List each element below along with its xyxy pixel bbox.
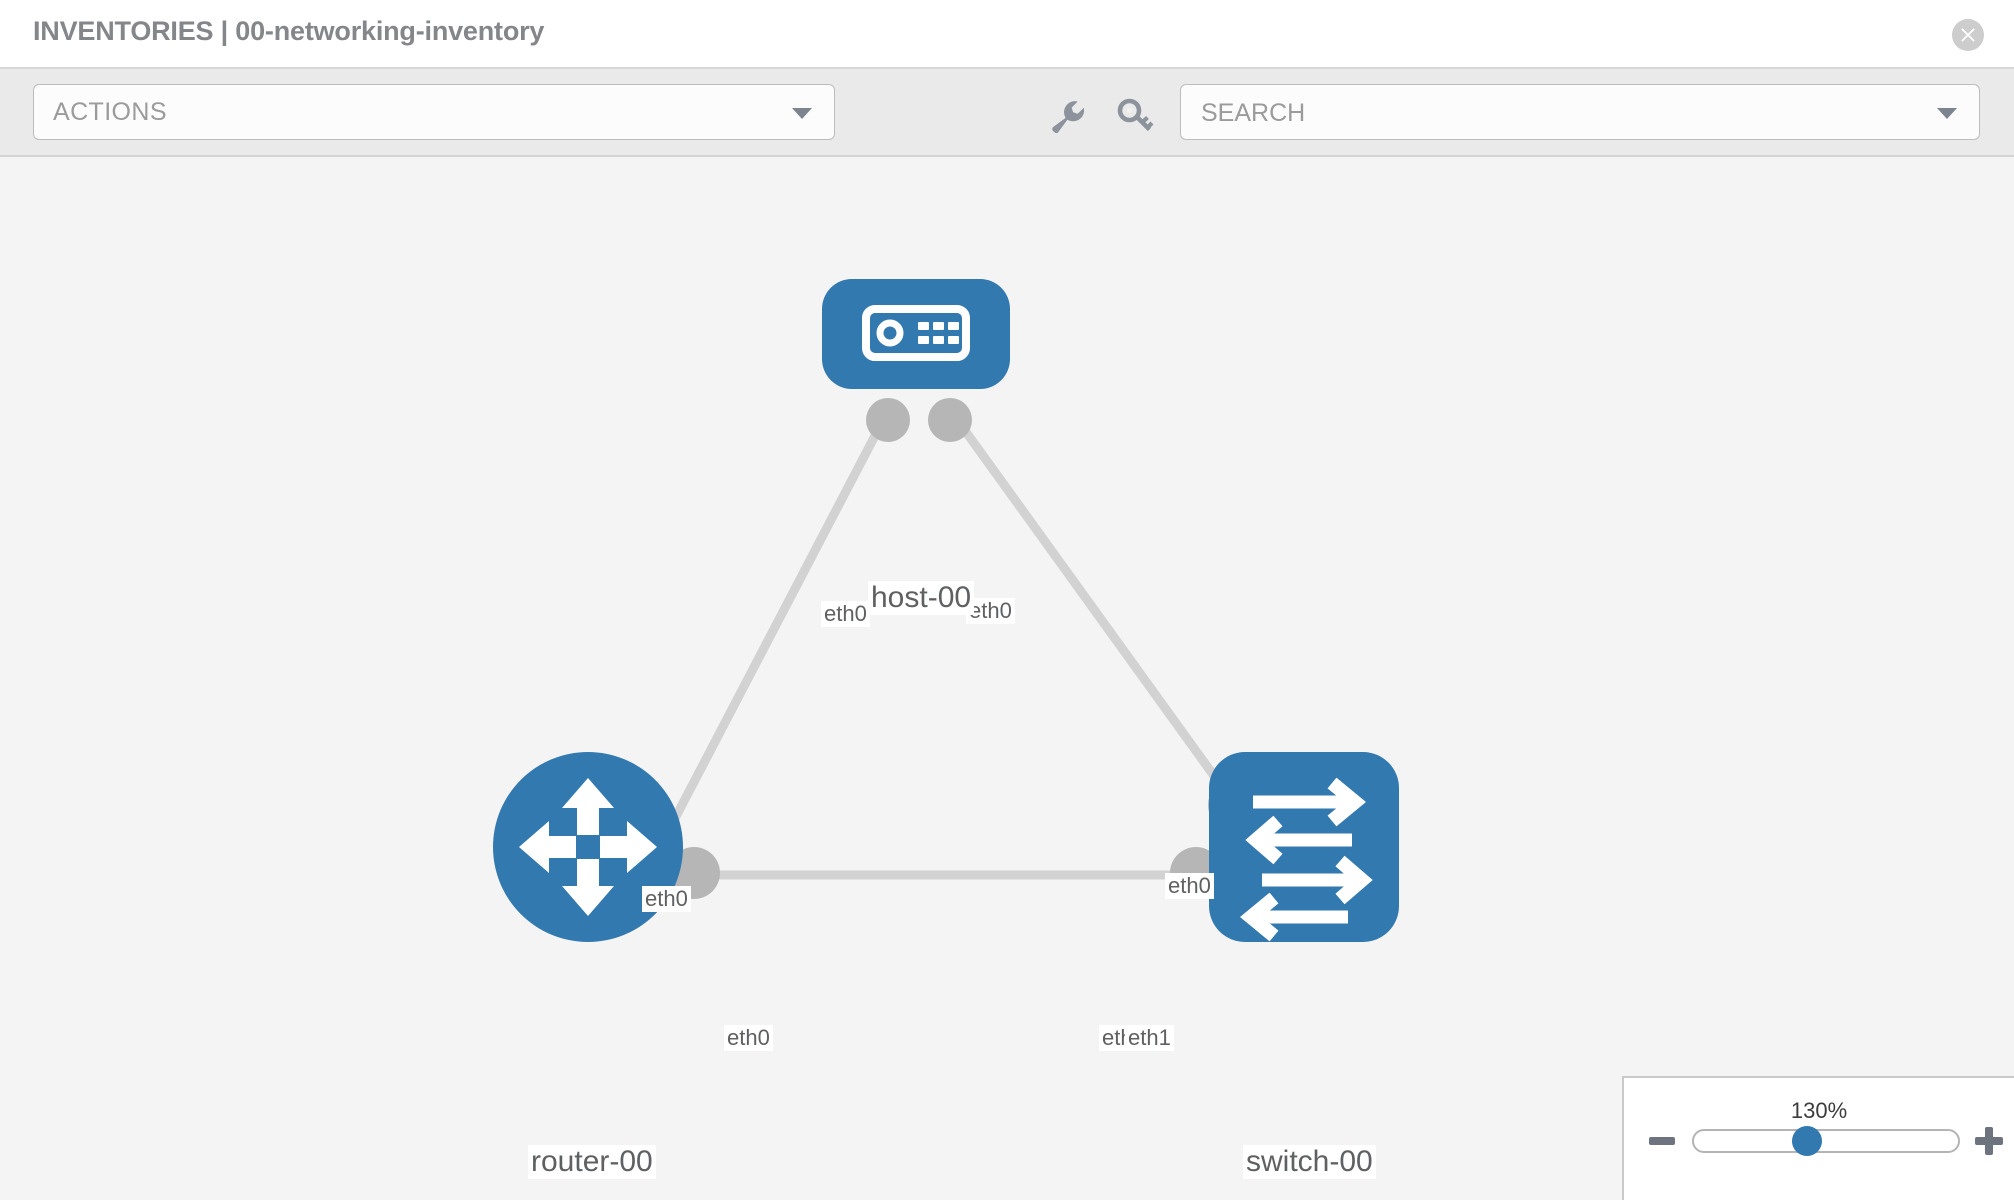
iface-label-host-eth0-right: eth0 [966,598,1015,624]
key-icon[interactable] [1116,96,1156,136]
node-name-label-router-00: router-00 [528,1145,656,1179]
port-host-eth0-right[interactable] [928,398,972,442]
iface-label-host-eth0-left: eth0 [821,601,870,627]
node-switch-00[interactable] [1209,752,1399,942]
topology-graph[interactable] [0,157,2014,1200]
zoom-slider[interactable] [1692,1129,1960,1153]
search-box[interactable] [1180,84,1980,141]
zoom-in-button[interactable] [1975,1127,2003,1155]
iface-label-switch-uplink-eth0: eth0 [1165,873,1214,899]
chevron-down-icon[interactable] [1937,108,1957,119]
iface-label-switch-eth1: eth1 [1125,1025,1174,1051]
close-icon[interactable] [1952,19,1984,51]
actions-dropdown-label: ACTIONS [53,98,167,126]
iface-label-router-uplink-eth0: eth0 [642,886,691,912]
node-router-00[interactable] [493,752,683,942]
zoom-out-button[interactable] [1649,1137,1675,1145]
wrench-icon[interactable] [1047,96,1087,136]
header-bar: INVENTORIES | 00-networking-inventory [0,0,2014,69]
router-arrows-icon [519,778,657,916]
page-title: INVENTORIES | 00-networking-inventory [33,16,545,46]
topology-canvas[interactable]: eth0 eth0 eth0 eth0 eth0 eth eth1 host-0… [0,157,2014,1200]
chevron-down-icon [792,108,812,119]
close-icon-glyph [1961,28,1975,42]
link-host-router[interactable] [656,404,894,850]
zoom-percent-label: 130% [1790,1098,1848,1123]
actions-dropdown[interactable]: ACTIONS [33,84,835,140]
link-host-switch[interactable] [944,404,1239,808]
port-host-eth0-left[interactable] [866,398,910,442]
node-name-label-host-00: host-00 [868,581,975,615]
switch-arrows-icon [1240,777,1373,942]
host-led-grid [918,322,959,344]
iface-label-router-eth0: eth0 [724,1025,773,1051]
wrench-icon-glyph [1052,101,1085,134]
zoom-slider-thumb[interactable] [1792,1126,1822,1156]
toolbar: ACTIONS [0,69,2014,157]
node-name-label-switch-00: switch-00 [1243,1145,1376,1179]
search-input[interactable] [1199,85,1923,141]
node-host-00[interactable] [822,279,1010,389]
key-icon-glyph [1117,98,1154,132]
zoom-control-panel: 130% [1622,1076,2014,1200]
